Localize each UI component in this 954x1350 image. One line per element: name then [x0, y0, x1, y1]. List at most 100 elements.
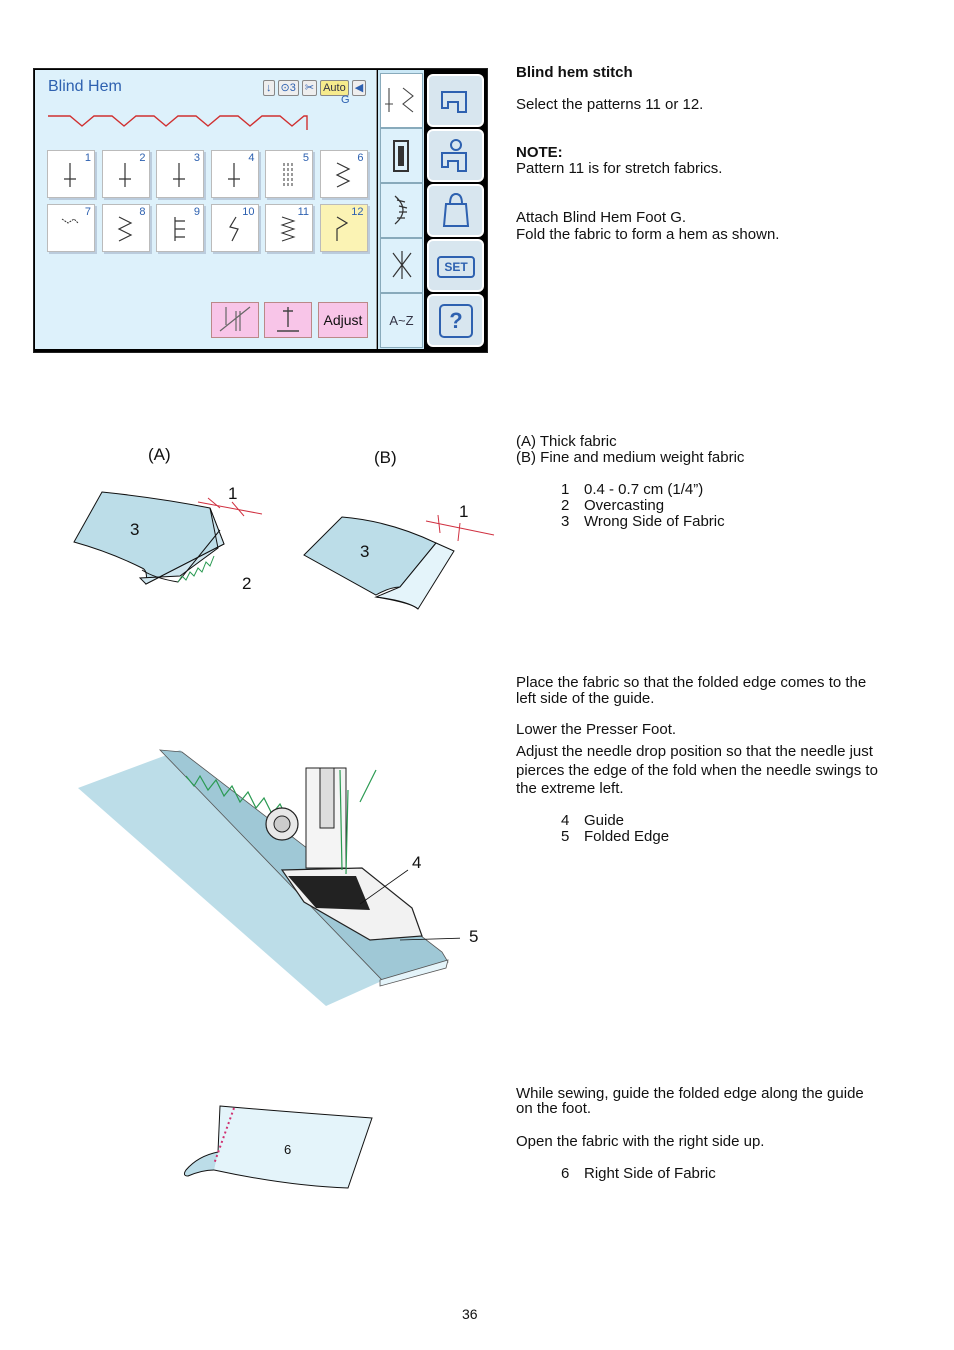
page-number: 36	[462, 1306, 478, 1322]
pattern-button-5[interactable]: 5	[265, 150, 313, 198]
tab-decorative-stitches[interactable]	[380, 183, 423, 238]
pattern-button-3[interactable]: 3	[156, 150, 204, 198]
tab-utility-stitches[interactable]	[380, 73, 423, 128]
lower-text: Lower the Presser Foot.	[516, 721, 677, 738]
legend-1-num: 1	[561, 481, 570, 498]
figure-a-label: (A)	[148, 445, 171, 464]
set-label: SET	[437, 256, 475, 278]
callout-3-a: 3	[130, 520, 140, 539]
section-heading: Blind hem stitch	[516, 64, 633, 81]
adjust-text-3: the extreme left.	[516, 780, 624, 797]
tab-alphabet[interactable]: A~Z	[380, 293, 423, 348]
triple-stitch-icon	[283, 163, 293, 187]
fine-fabric-desc: (B) Fine and medium weight fabric	[516, 449, 745, 466]
callout-3-b: 3	[360, 542, 370, 561]
figure-b-label: (B)	[374, 448, 397, 467]
needle-icon: ↓	[263, 79, 275, 96]
pattern-number: 11	[297, 206, 309, 218]
legend-3-text: Wrong Side of Fabric	[584, 513, 725, 530]
note-label: NOTE:	[516, 144, 563, 161]
lightning-stitch-icon	[228, 216, 239, 242]
callout-2-a: 2	[242, 574, 252, 593]
legend-5-text: Folded Edge	[584, 828, 670, 845]
category-sidebar: A~Z	[378, 70, 424, 349]
callout-4: 4	[412, 853, 422, 872]
pattern-button-6[interactable]: 6	[319, 150, 368, 198]
open-text: Open the fabric with the right side up.	[516, 1133, 765, 1150]
bag-icon	[442, 192, 470, 227]
tension-indicator: ⊙3	[277, 79, 299, 96]
machine-thread-icon	[441, 139, 467, 172]
callout-5: 5	[469, 927, 479, 946]
memory-bag-button[interactable]	[427, 184, 484, 237]
legend-4-text: Guide	[584, 812, 625, 829]
legend-5-num: 5	[561, 828, 570, 845]
presser-foot-letter: G	[341, 94, 350, 106]
pattern-number: 7	[84, 206, 91, 218]
needle-position-button[interactable]	[264, 302, 312, 338]
legend-6-num: 6	[561, 1165, 570, 1182]
adjust-button[interactable]: Adjust	[318, 302, 368, 338]
adjust-text-2: pierces the edge of the fold when the ne…	[516, 762, 878, 779]
twin-needle-button[interactable]	[211, 302, 259, 338]
pattern-button-2[interactable]: 2	[101, 150, 150, 198]
adjust-text-1: Adjust the needle drop position so that …	[516, 743, 873, 760]
pattern-number: 6	[357, 152, 364, 164]
sewing-text-2: on the foot.	[516, 1100, 592, 1117]
callout-1-a: 1	[228, 484, 238, 503]
auto-badge: Auto	[320, 79, 349, 96]
callout-6: 6	[284, 1142, 292, 1157]
sewing-text-1: While sewing, guide the folded edge alon…	[516, 1085, 864, 1102]
fold-fine-fabric-figure	[303, 514, 495, 610]
sound-icon: ◀	[351, 79, 367, 96]
set-button[interactable]: SET	[427, 239, 484, 292]
thick-fabric-desc: (A) Thick fabric	[516, 433, 617, 450]
callout-1-b: 1	[459, 502, 469, 521]
pattern-number: 9	[193, 206, 200, 218]
tab-buttonholes[interactable]	[380, 128, 423, 183]
blind-hem-icon	[335, 216, 348, 241]
tab-quilt-stitches[interactable]	[380, 238, 423, 293]
pattern-number: 1	[84, 152, 91, 164]
sewing-machine-icon	[441, 91, 467, 113]
zigzag-stitch-icon	[117, 216, 132, 242]
pattern-button-9[interactable]: 9	[156, 204, 204, 252]
overcast-stitch-icon	[174, 217, 185, 241]
pattern-button-12[interactable]: 12	[319, 204, 368, 252]
pattern-button-11[interactable]: 11	[265, 204, 313, 252]
pattern-button-10[interactable]: 10	[210, 204, 259, 252]
pattern-button-8[interactable]: 8	[101, 204, 150, 252]
pattern-number: 2	[139, 152, 146, 164]
select-text: Select the patterns 11 or 12.	[516, 96, 704, 113]
note-text: Pattern 11 is for stretch fabrics.	[516, 160, 723, 177]
legend-6-text: Right Side of Fabric	[584, 1165, 716, 1182]
pattern-button-4[interactable]: 4	[210, 150, 259, 198]
place-text-2: left side of the guide.	[516, 690, 655, 707]
pattern-button-7[interactable]: 7	[47, 204, 95, 252]
help-button[interactable]: ?	[427, 294, 484, 347]
pattern-number: 10	[242, 206, 255, 218]
legend-2-num: 2	[561, 497, 570, 514]
zigzag-stitch-icon	[335, 162, 350, 188]
straight-stitch-icon	[227, 163, 240, 187]
function-bar: SET ?	[425, 70, 486, 349]
tension-value: 3	[289, 81, 296, 94]
status-bar: ↓ ⊙3 ✂ Auto ◀	[263, 79, 367, 96]
place-text-1: Place the fabric so that the folded edge…	[516, 674, 867, 691]
pattern-number: 12	[351, 206, 364, 218]
pattern-button-1[interactable]: 1	[47, 150, 95, 198]
legend-4-num: 4	[561, 812, 570, 829]
straight-stitch-icon	[64, 163, 76, 187]
attach-text-2: Fold the fabric to form a hem as shown.	[516, 226, 780, 243]
lcd-title: Blind Hem	[48, 78, 122, 95]
finished-hem-figure	[183, 1105, 373, 1189]
pattern-number: 8	[139, 206, 146, 218]
fold-thick-fabric-figure	[73, 491, 263, 585]
straight-stitch-icon	[173, 163, 185, 187]
attach-text-1: Attach Blind Hem Foot G.	[516, 209, 687, 226]
monogram-button[interactable]	[427, 129, 484, 182]
ordinary-sewing-button[interactable]	[427, 74, 484, 127]
pattern-number: 3	[193, 152, 200, 164]
